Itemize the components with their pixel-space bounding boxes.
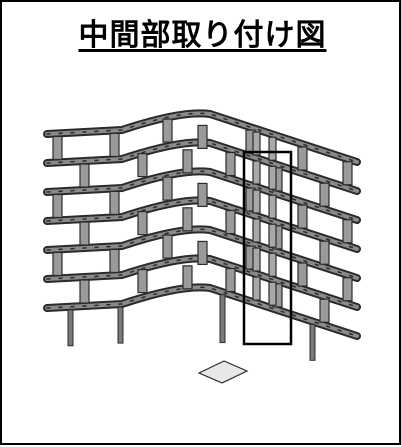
vertical-post — [109, 132, 120, 158]
vertical-post — [225, 267, 236, 293]
base-plate — [197, 360, 249, 384]
support-leg — [117, 306, 124, 344]
vertical-post — [252, 160, 261, 185]
rail-highlight — [45, 285, 359, 338]
vertical-post — [79, 163, 90, 188]
vertical-post — [182, 207, 193, 232]
figure-title-text: 中間部取り付け図 — [78, 18, 327, 53]
rail-highlight — [45, 198, 359, 251]
vertical-post — [197, 240, 208, 266]
vertical-post — [252, 247, 261, 272]
vertical-post — [252, 189, 261, 214]
rail-highlight — [45, 227, 359, 280]
vertical-posts — [52, 118, 353, 323]
figure-title: 中間部取り付け図 — [2, 10, 401, 54]
vertical-post — [268, 252, 277, 277]
vertical-post — [162, 118, 173, 143]
vertical-post — [319, 240, 330, 265]
vertical-post — [342, 161, 353, 186]
vertical-post — [297, 146, 308, 171]
horizontal-rails — [43, 109, 361, 340]
vertical-post — [319, 182, 330, 207]
support-leg — [309, 323, 316, 361]
vertical-post — [342, 277, 353, 302]
vertical-post — [268, 194, 277, 219]
highlight-box — [242, 150, 293, 346]
rail-highlight — [45, 169, 359, 222]
vertical-post — [162, 234, 173, 259]
vertical-post — [268, 281, 277, 306]
vertical-post — [197, 124, 208, 150]
vertical-post — [137, 153, 148, 178]
vertical-post — [297, 204, 308, 229]
vertical-post — [109, 248, 120, 274]
center-stand — [219, 294, 226, 344]
vertical-post — [197, 182, 208, 208]
vertical-post — [342, 219, 353, 244]
support-leg — [67, 309, 74, 347]
vertical-post — [52, 193, 63, 219]
vertical-post — [252, 131, 261, 156]
rail-highlight — [45, 256, 359, 309]
vertical-post — [162, 176, 173, 201]
vertical-post — [137, 269, 148, 294]
vertical-post — [268, 136, 277, 161]
vertical-post — [297, 262, 308, 287]
vertical-post — [182, 149, 193, 174]
vertical-post — [268, 165, 277, 190]
vertical-post — [268, 223, 277, 248]
support-legs — [67, 294, 316, 384]
rail-highlight — [45, 111, 359, 164]
rail-highlight — [45, 140, 359, 193]
vertical-post — [52, 251, 63, 277]
vertical-post — [52, 135, 63, 161]
vertical-post — [225, 209, 236, 235]
vertical-post — [109, 190, 120, 216]
vertical-post — [319, 298, 330, 323]
vertical-post — [252, 218, 261, 243]
vertical-post — [137, 211, 148, 236]
vertical-post — [182, 265, 193, 290]
vertical-post — [79, 279, 90, 304]
vertical-post — [225, 151, 236, 177]
vertical-post — [252, 276, 261, 301]
vertical-post — [79, 221, 90, 246]
